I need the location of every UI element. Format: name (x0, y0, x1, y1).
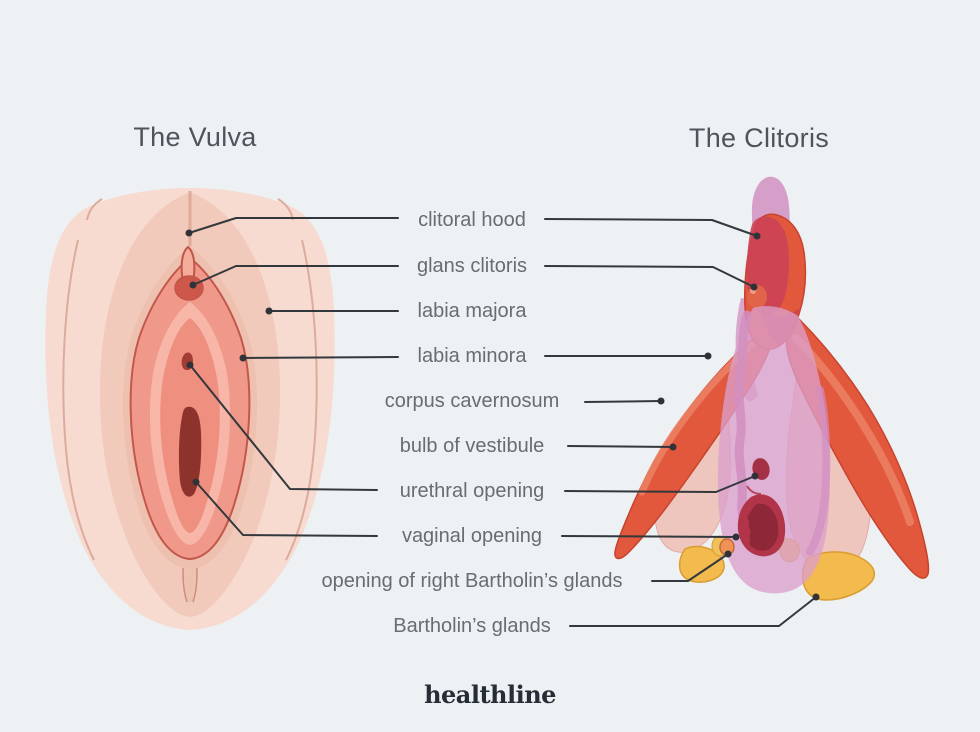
label-urethral-opening: urethral opening (399, 480, 545, 502)
leader-labia-minora-left (242, 356, 399, 359)
title-vulva: The Vulva (133, 122, 257, 152)
label-vaginal-opening: vaginal opening (401, 525, 543, 547)
healthline-logo: healthline (424, 680, 556, 709)
label-labia-minora: labia minora (417, 345, 527, 367)
leader-lines (188, 217, 817, 627)
leader-vaginal-right (561, 535, 737, 538)
title-clitoris: The Clitoris (688, 123, 830, 153)
label-bulb-of-vestibule: bulb of vestibule (399, 435, 545, 457)
leader-glans-left (192, 265, 399, 286)
leader-glans-right (544, 265, 755, 288)
label-bartholin-opening: opening of right Bartholin’s glands (321, 570, 623, 592)
vulva-vaginal-opening (178, 406, 202, 497)
crease-line-left (62, 239, 95, 561)
label-bartholin-glands: Bartholin’s glands (393, 615, 551, 637)
leader-urethral-right (564, 475, 756, 493)
urethral-crease (746, 485, 762, 495)
leader-vaginal-left (195, 481, 378, 537)
leader-bartholin-glands (569, 596, 817, 627)
vulva-illustration (45, 188, 335, 630)
leader-bartholin-opening (651, 553, 729, 582)
bartholin-gland-left (678, 545, 725, 583)
label-glans-clitoris: glans clitoris (416, 255, 528, 277)
label-corpus-cavernosum: corpus cavernosum (384, 390, 560, 412)
clitoris-vaginal-opening-inner (747, 503, 779, 551)
leader-bulb-of-vestibule (567, 445, 674, 448)
vestibule-ribbon-right (806, 386, 831, 556)
leader-urethral-left (189, 364, 378, 491)
leader-clitoral-hood-left (188, 217, 399, 234)
clitoris-illustration (614, 176, 930, 601)
crease-mark-top-left (86, 198, 103, 221)
vulva-glans-clitoris (174, 275, 204, 301)
crease-line-right (285, 239, 318, 561)
label-clitoral-hood: clitoral hood (418, 209, 526, 231)
leader-dots (185, 229, 820, 601)
crus-highlight-right (792, 334, 914, 526)
leader-corpus-cavernosum (584, 400, 662, 403)
label-labia-majora: labia majora (417, 300, 527, 322)
leader-clitoral-hood-right (544, 218, 758, 237)
